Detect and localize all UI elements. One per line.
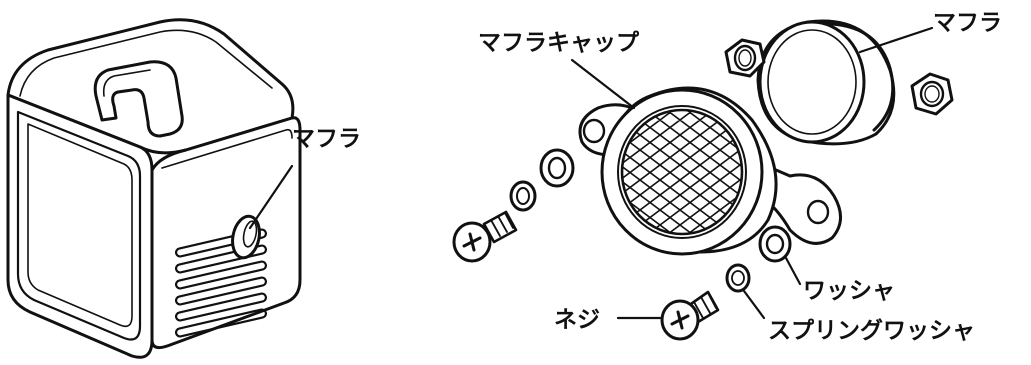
leader-muffler-cap [572,60,634,108]
label-muffler-part: マフラ [933,10,1002,36]
leader-washer [786,258,800,284]
label-spring-washer: スプリングワッシャ [768,317,975,344]
washer-right [760,227,790,261]
washer-left-upper [541,150,573,186]
nut-right [912,74,952,114]
screw-bottom [662,292,718,339]
muffler-part [758,21,894,144]
label-muffler-body: マフラ [292,126,361,152]
screw-left [454,212,516,261]
label-washer: ワッシャ [803,278,895,304]
label-muffler-cap: マフラキャップ [478,30,640,56]
unit-body-illustration [8,20,300,358]
spring-washer-left [511,182,535,210]
label-screw: ネジ [554,307,600,333]
spring-washer-right [727,265,749,291]
leader-spring-washer [744,291,764,318]
